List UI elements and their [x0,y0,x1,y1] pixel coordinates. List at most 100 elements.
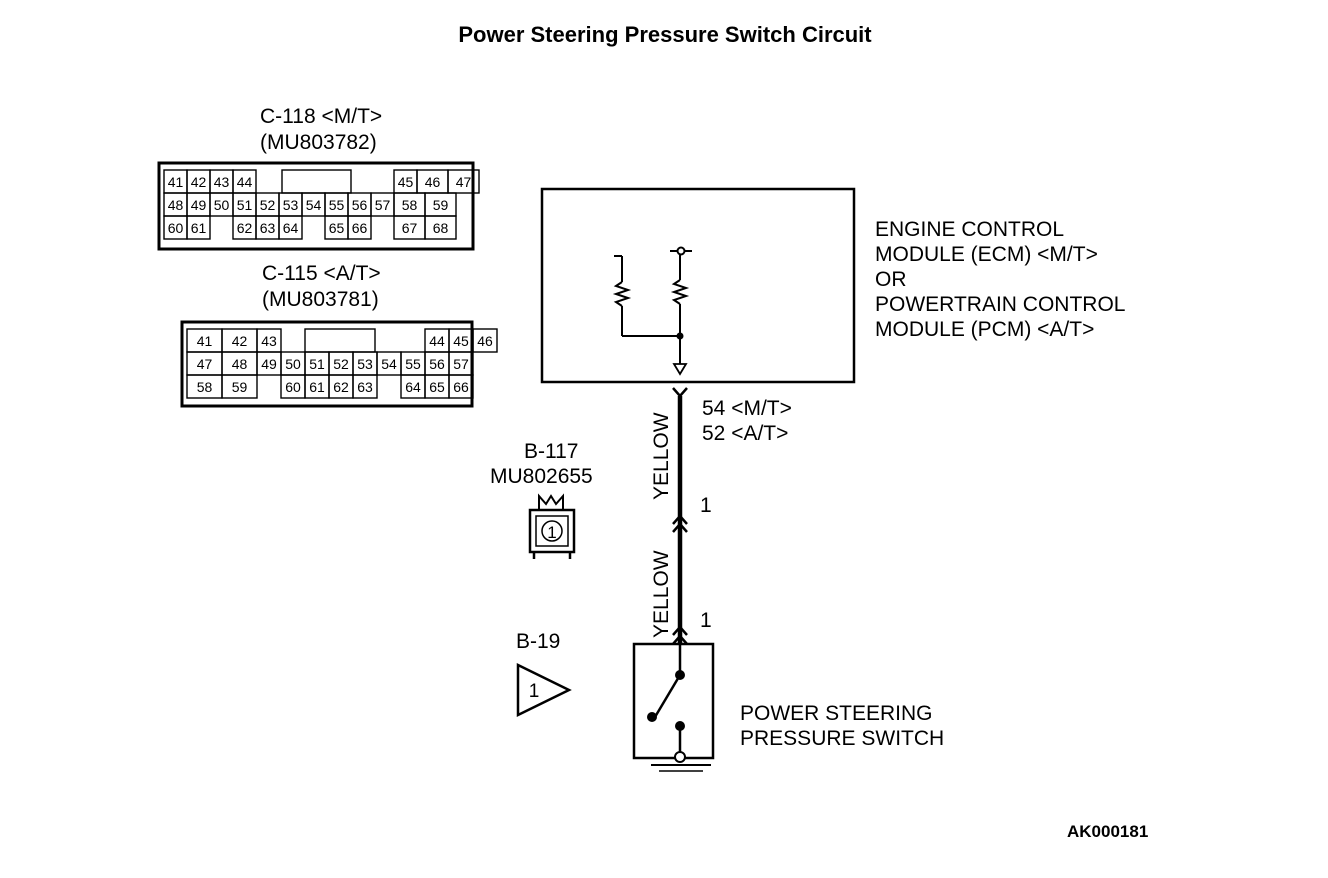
pin-number: 52 [260,197,276,213]
pin-number: 58 [402,197,418,213]
pin-number: 58 [197,379,213,395]
pin-number: 64 [283,220,299,236]
pin-number: 66 [453,379,469,395]
pin-number: 43 [261,333,277,349]
ground-icon [651,764,711,772]
pin-number: 59 [232,379,248,395]
pin-number: 65 [429,379,445,395]
pin-number: 67 [402,220,418,236]
connector-b19-terminal-label: 1 [700,609,712,632]
connector-b117-pin: 1 [547,523,556,542]
connector-b117-body-icon [528,508,576,554]
pin-cell [448,374,474,399]
pin-number: 48 [232,356,248,372]
pin-cell [352,374,378,399]
pin-number: 42 [232,333,248,349]
connector-b117-latch-icon [538,493,564,510]
pin-number: 42 [191,174,207,190]
pin-number: 53 [283,197,299,213]
pressure-switch: POWER STEERING PRESSURE SWITCH [632,642,944,772]
switch-label-line1: POWER STEERING [740,702,933,725]
connector-b19-male-icon [672,625,688,636]
pin-number: 60 [285,379,301,395]
figure-id: AK000181 [1067,822,1148,841]
connector-b117: B-117 MU802655 1 [490,440,593,559]
pin-number: 49 [191,197,207,213]
module-pin-at: 52 <A/T> [702,422,788,445]
pin-number: 59 [433,197,449,213]
pin-cell [278,215,303,240]
connector-b117-pin-circle [541,520,563,542]
pin-number: 64 [405,379,421,395]
control-module: ENGINE CONTROL MODULE (ECM) <M/T> OR POW… [540,187,1125,384]
pullup-resistor-left-icon [612,281,632,307]
module-label-line4: POWERTRAIN CONTROL [875,293,1125,316]
pin-number: 44 [237,174,253,190]
pin-number: 55 [405,356,421,372]
connector-b117-male-icon [672,514,688,525]
control-module-box [540,187,856,384]
connector-b117-terminal-label: 1 [700,494,712,517]
pin-number: 48 [168,197,184,213]
pin-number: 56 [352,197,368,213]
pin-number: 45 [398,174,414,190]
pin-cell [424,215,457,240]
connector-c118-outline [157,161,475,251]
junction-dot [676,332,684,340]
switch-label-line2: PRESSURE SWITCH [740,727,944,750]
connector-key [304,328,376,353]
module-terminal-icon [672,387,688,398]
pin-number: 66 [352,220,368,236]
pin-number: 44 [429,333,445,349]
connector-c118-name: C-118 <M/T> [260,105,382,128]
pin-cell [447,169,480,194]
connector-b19-body-icon [516,662,572,718]
connector-c115-name: C-115 <A/T> [262,262,381,285]
pin-number: 54 [381,356,397,372]
pin-number: 52 [333,356,349,372]
connector-b19-name: B-19 [516,630,560,653]
pin-number: 45 [453,333,469,349]
connector-b117-name: B-117 [524,440,578,463]
pin-number: 62 [237,220,253,236]
module-label-line3: OR [875,268,907,291]
pin-number: 41 [168,174,184,190]
connector-b19-junction: 1 [672,609,712,645]
connector-b117-female-icon [672,522,688,533]
connector-b117-junction: 1 [672,494,712,533]
module-label-line2: MODULE (ECM) <M/T> [875,243,1098,266]
pin-number: 41 [197,333,213,349]
pin-number: 50 [285,356,301,372]
connector-b117-part-number: MU802655 [490,465,593,488]
pin-number: 65 [329,220,345,236]
pin-number: 63 [357,379,373,395]
pin-number: 43 [214,174,230,190]
pin-number: 63 [260,220,276,236]
module-pin-mt: 54 <M/T> [702,397,792,420]
pin-number: 61 [309,379,325,395]
pin-number: 51 [237,197,253,213]
connector-c115-outline [180,320,474,408]
pin-number: 54 [306,197,322,213]
pin-cell [472,328,498,353]
pin-cell [347,215,372,240]
pin-number: 56 [429,356,445,372]
input-buffer-icon [672,363,688,376]
module-label-line5: MODULE (PCM) <A/T> [875,318,1094,341]
connector-c118-part-number: (MU803782) [260,131,377,154]
pullup-resistor-right-icon [670,279,690,305]
pin-number: 50 [214,197,230,213]
module-internal-circuit [612,246,692,376]
pin-number: 47 [197,356,213,372]
pin-number: 62 [333,379,349,395]
pin-number: 47 [456,174,472,190]
module-label-line1: ENGINE CONTROL [875,218,1064,241]
pin-number: 46 [425,174,441,190]
connector-key [281,169,352,194]
diagram-title: Power Steering Pressure Switch Circuit [458,22,872,47]
pin-number: 46 [477,333,493,349]
